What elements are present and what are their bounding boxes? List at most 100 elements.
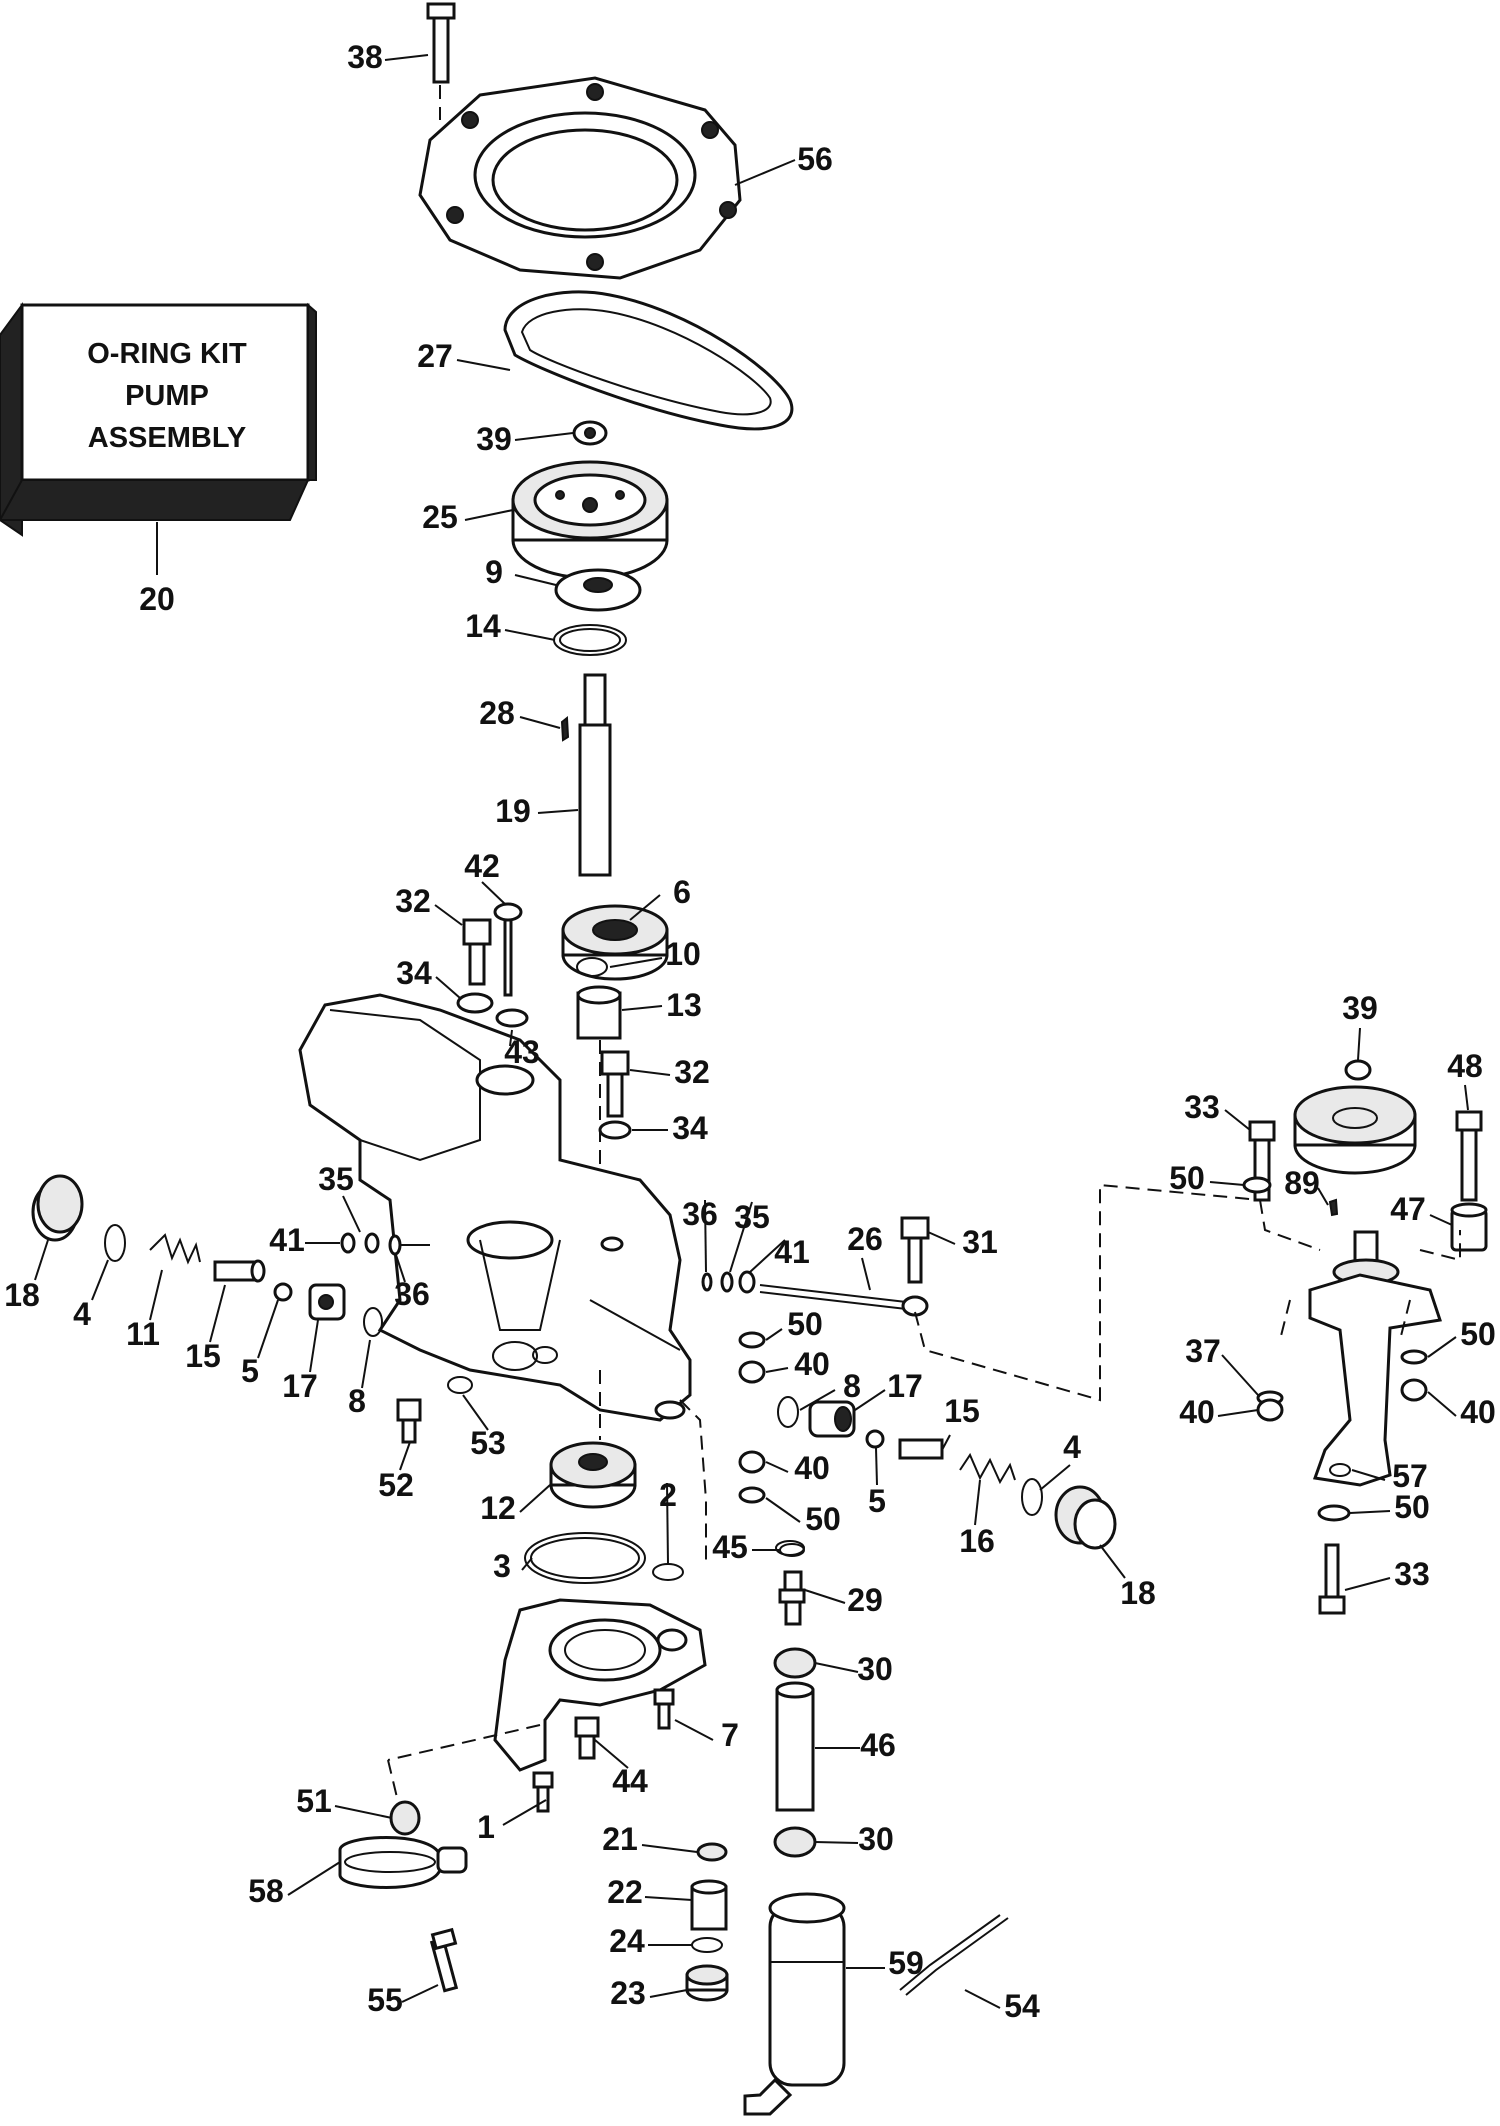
housing-fasteners: [456, 902, 632, 1140]
leader-line: [1429, 1214, 1453, 1226]
leader-line: [502, 1799, 547, 1826]
callout-30-top: 30: [857, 1651, 893, 1687]
callout-37: 37: [1185, 1333, 1221, 1369]
leader-line: [481, 881, 507, 906]
callout-32-right: 32: [674, 1054, 710, 1090]
callout-36-right: 36: [682, 1196, 718, 1232]
callout-56: 56: [797, 141, 833, 177]
callout-50-a: 50: [787, 1306, 823, 1342]
leader-line: [519, 716, 561, 729]
kit-box-line-3: ASSEMBLY: [88, 422, 246, 454]
leader-line: [514, 574, 557, 586]
callout-23: 23: [610, 1975, 646, 2011]
leader-line: [927, 1231, 956, 1245]
leader-line: [644, 1896, 693, 1901]
callout-59: 59: [888, 1945, 924, 1981]
leader-line: [974, 1479, 981, 1526]
leader-line: [814, 1841, 859, 1844]
leader-line: [964, 1989, 1001, 2009]
callout-46: 46: [860, 1727, 896, 1763]
leader-line: [765, 1328, 783, 1341]
callout-3: 3: [493, 1548, 511, 1584]
callout-42: 42: [464, 848, 500, 884]
leader-line: [1351, 1469, 1386, 1481]
leader-line: [384, 54, 429, 61]
callout-26: 26: [847, 1221, 883, 1257]
callout-32-left: 32: [395, 883, 431, 919]
callout-16: 16: [959, 1523, 995, 1559]
callout-34-left: 34: [396, 955, 432, 991]
callout-40-c: 40: [1179, 1394, 1215, 1430]
leader-line: [361, 1339, 371, 1389]
kit-box-line-2: PUMP: [125, 380, 209, 412]
leader-line: [209, 1284, 226, 1343]
callout-52: 52: [378, 1467, 414, 1503]
callout-4-left: 4: [73, 1296, 91, 1332]
callout-35-left: 35: [318, 1161, 354, 1197]
callout-50-e: 50: [1394, 1489, 1430, 1525]
leader-line: [734, 159, 796, 186]
kit-box-line-1: O-RING KIT: [87, 338, 247, 370]
leader-line: [434, 904, 463, 926]
accumulator-column: [685, 1543, 1009, 2116]
leader-line: [334, 1805, 393, 1819]
leader-line: [765, 1461, 789, 1473]
callout-39-top: 39: [476, 421, 512, 457]
leader-line: [814, 1662, 859, 1673]
callout-6: 6: [673, 874, 691, 910]
callout-13: 13: [666, 987, 702, 1023]
leader-line: [799, 1389, 836, 1411]
callout-33-top: 33: [1184, 1089, 1220, 1125]
leader-line: [1221, 1354, 1259, 1396]
pump-shaft-stack: [560, 673, 669, 1200]
callout-50-c: 50: [1169, 1160, 1205, 1196]
leader-line: [1427, 1391, 1457, 1417]
leader-line: [287, 1861, 341, 1896]
callout-43: 43: [504, 1034, 540, 1070]
pump-housing: [298, 993, 692, 1422]
leader-line: [609, 957, 663, 968]
leader-line: [629, 894, 661, 921]
callout-41-left: 41: [269, 1222, 305, 1258]
callout-48: 48: [1447, 1048, 1483, 1084]
callout-89: 89: [1284, 1165, 1320, 1201]
callout-22: 22: [607, 1874, 643, 1910]
callout-7: 7: [721, 1717, 739, 1753]
leader-line: [729, 1201, 753, 1273]
callout-4-right: 4: [1063, 1429, 1081, 1465]
leader-line: [34, 1239, 49, 1281]
leader-line: [804, 1589, 846, 1604]
leader-line: [854, 1389, 886, 1411]
leader-line: [519, 1484, 551, 1513]
o-ring-kit-box: O-RING KIT PUMP ASSEMBLY 20: [0, 301, 317, 617]
callout-41-right: 41: [774, 1234, 810, 1270]
leader-line: [1357, 1027, 1361, 1061]
leader-line: [765, 1367, 789, 1373]
callout-31: 31: [962, 1224, 998, 1260]
leader-line: [749, 1239, 786, 1273]
callout-15-left: 15: [185, 1338, 221, 1374]
callout-58: 58: [248, 1873, 284, 1909]
callout-17-left: 17: [282, 1368, 318, 1404]
callout-53: 53: [470, 1425, 506, 1461]
leader-line: [1217, 1409, 1259, 1417]
leader-line: [462, 1394, 489, 1431]
kit-box-number: 20: [139, 581, 175, 617]
leader-line: [1039, 1464, 1071, 1491]
callout-11: 11: [126, 1316, 160, 1352]
leader-line: [1224, 1109, 1251, 1131]
leader-line: [91, 1259, 109, 1301]
pump-pulley-stack: [511, 420, 669, 656]
callout-24: 24: [609, 1923, 645, 1959]
leader-line: [875, 1447, 878, 1486]
callout-33-bottom: 33: [1394, 1556, 1430, 1592]
leader-line: [342, 1195, 361, 1233]
callout-12: 12: [480, 1490, 516, 1526]
callout-2: 2: [659, 1477, 677, 1513]
callout-29: 29: [847, 1582, 883, 1618]
callout-labels: 38 56 27 39 25 9 14 28 19 6 42 32 10 34 …: [4, 39, 1496, 2024]
callout-15-right: 15: [944, 1393, 980, 1429]
callout-47: 47: [1390, 1191, 1426, 1227]
leader-line: [674, 1719, 714, 1741]
callout-51: 51: [296, 1783, 332, 1819]
